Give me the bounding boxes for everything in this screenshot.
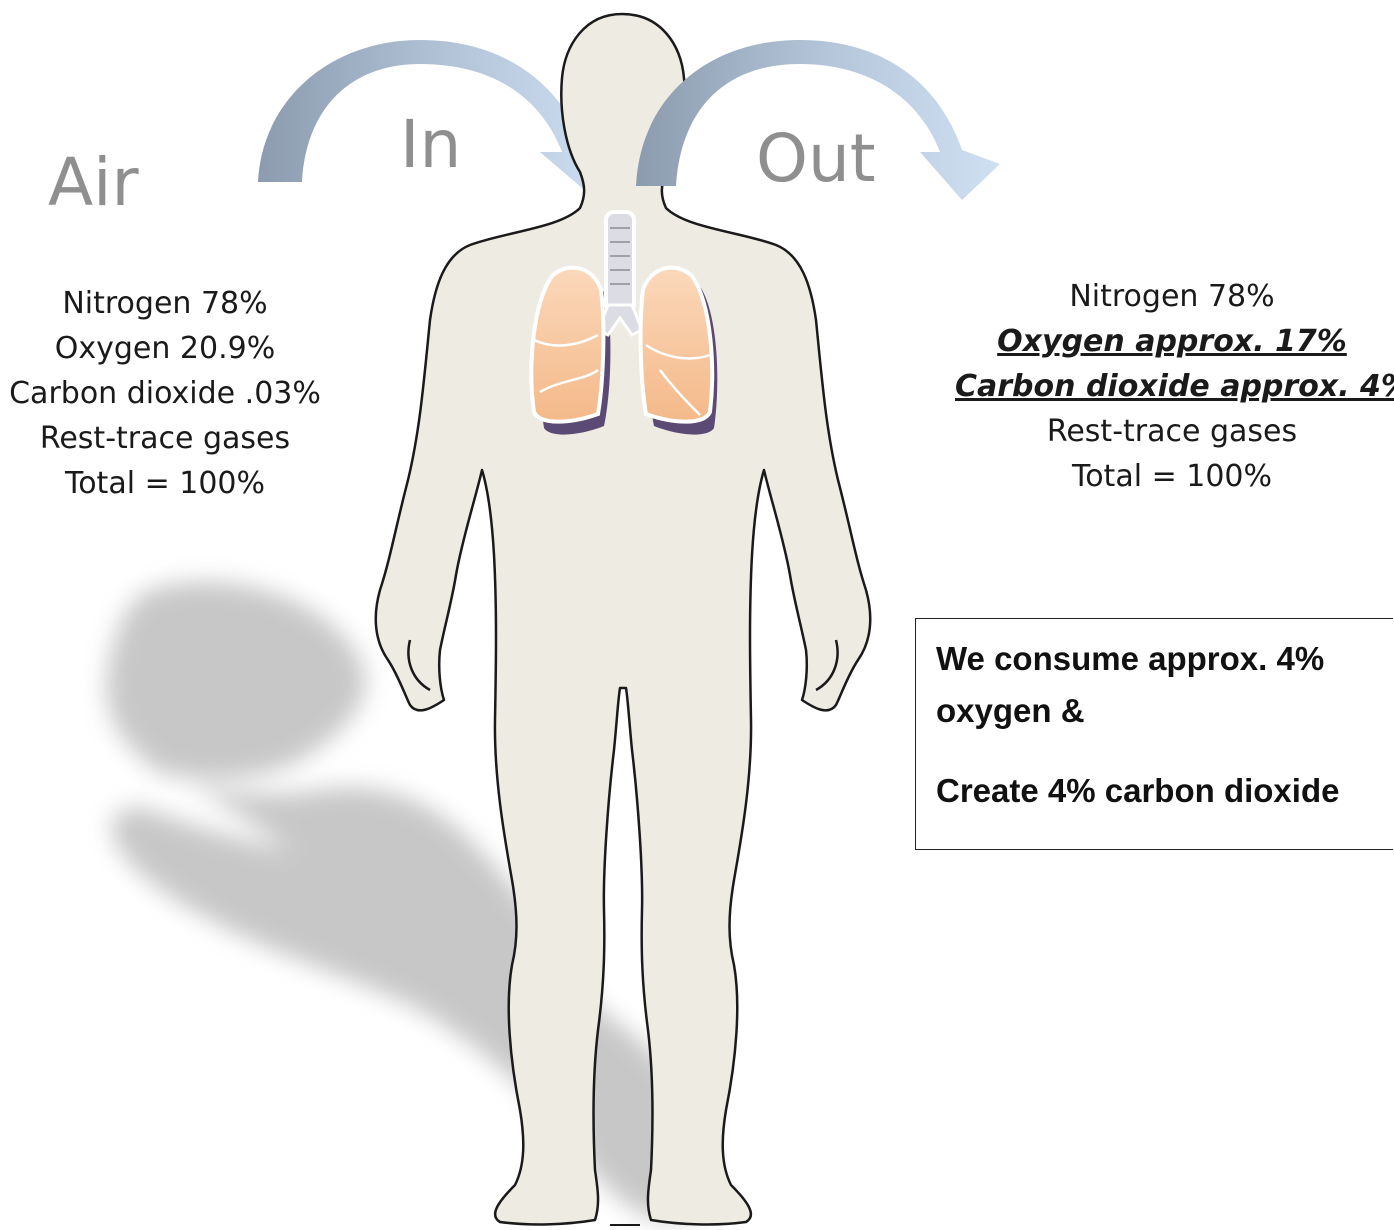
exhaled-total: Total = 100% [955, 454, 1389, 499]
summary-line-3: Create 4% carbon dioxide [936, 765, 1393, 817]
in-label: In [400, 112, 461, 178]
exhaled-nitrogen: Nitrogen 78% [955, 274, 1389, 319]
inhaled-oxygen: Oxygen 20.9% [0, 326, 330, 371]
inhaled-total: Total = 100% [0, 461, 330, 506]
summary-line-1: We consume approx. 4% [936, 633, 1393, 685]
summary-line-2: oxygen & [936, 685, 1393, 737]
summary-box: We consume approx. 4% oxygen & Create 4%… [915, 618, 1393, 850]
exhaled-trace-gases: Rest-trace gases [955, 409, 1389, 454]
inhaled-nitrogen: Nitrogen 78% [0, 281, 330, 326]
inhaled-carbon-dioxide: Carbon dioxide .03% [0, 371, 330, 416]
inhaled-trace-gases: Rest-trace gases [0, 416, 330, 461]
exhaled-oxygen: Oxygen approx. 17% [955, 319, 1389, 364]
out-label: Out [756, 126, 876, 192]
air-label: Air [48, 150, 139, 216]
exhaled-air-composition: Nitrogen 78% Oxygen approx. 17% Carbon d… [955, 274, 1389, 499]
inhaled-air-composition: Nitrogen 78% Oxygen 20.9% Carbon dioxide… [0, 281, 330, 506]
exhaled-carbon-dioxide: Carbon dioxide approx. 4% [955, 364, 1389, 409]
